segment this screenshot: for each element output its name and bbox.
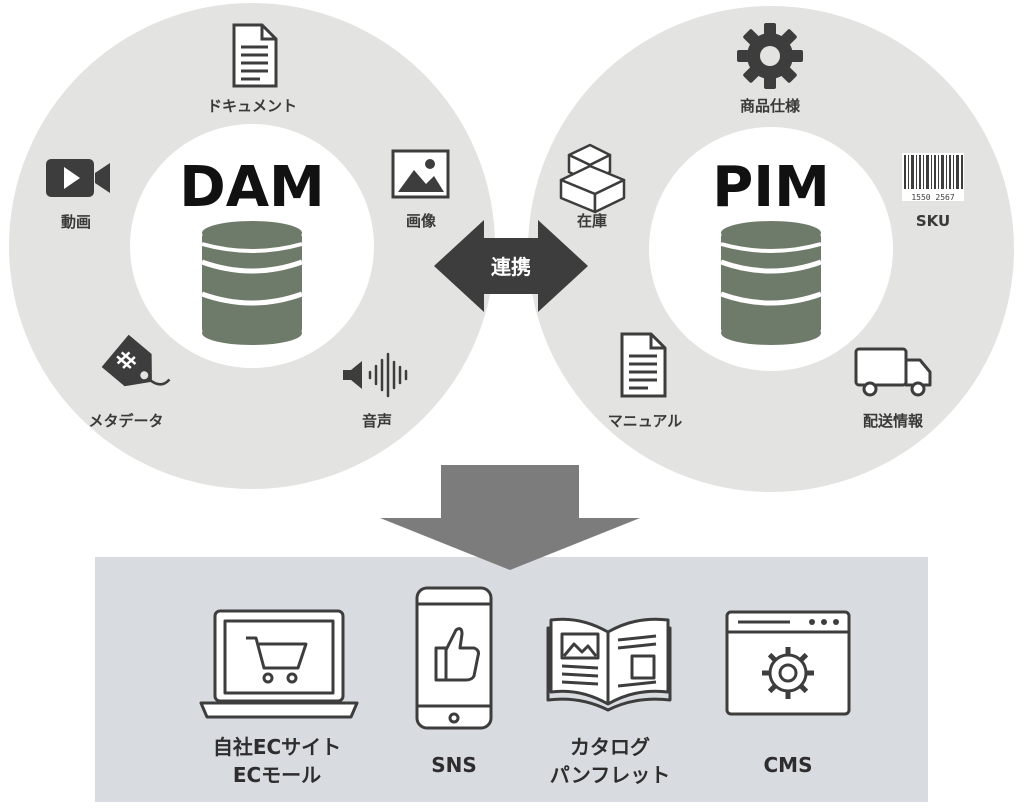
output-ec-line1: 自社ECサイト bbox=[213, 735, 341, 759]
label-sku: SKU bbox=[916, 212, 950, 230]
label-shipping: 配送情報 bbox=[863, 412, 924, 430]
label-metadata: メタデータ bbox=[88, 412, 163, 430]
gear-icon bbox=[737, 23, 803, 89]
tag-icon bbox=[101, 334, 171, 387]
link-label: 連携 bbox=[491, 255, 531, 279]
browser-settings-icon bbox=[725, 610, 851, 716]
video-camera-icon bbox=[46, 159, 110, 197]
boxes-icon bbox=[559, 143, 626, 214]
output-catalog-line1: カタログ bbox=[570, 735, 650, 759]
pim-title: PIM bbox=[712, 155, 830, 220]
document-icon bbox=[232, 23, 278, 88]
truck-icon bbox=[854, 347, 932, 397]
laptop-cart-icon bbox=[199, 609, 359, 719]
pim-group: PIM 商品仕様 bbox=[528, 6, 1014, 492]
output-catalog-line2: パンフレット bbox=[550, 763, 670, 787]
output-ec-line2: ECモール bbox=[233, 763, 321, 787]
output-sns: SNS bbox=[431, 753, 477, 777]
dam-database-icon bbox=[201, 221, 303, 345]
catalog-book-icon bbox=[546, 617, 672, 712]
image-icon bbox=[391, 149, 450, 199]
smartphone-like-icon bbox=[415, 586, 493, 730]
down-arrow bbox=[380, 465, 640, 570]
speaker-waveform-icon bbox=[343, 352, 408, 398]
manual-document-icon bbox=[620, 332, 667, 398]
output-cms: CMS bbox=[764, 753, 813, 777]
label-stock: 在庫 bbox=[577, 212, 607, 230]
label-image: 画像 bbox=[406, 212, 437, 230]
label-audio: 音声 bbox=[362, 412, 392, 430]
label-manual: マニュアル bbox=[608, 412, 683, 430]
label-video: 動画 bbox=[61, 213, 91, 231]
link-double-arrow: 連携 bbox=[434, 220, 588, 312]
label-document: ドキュメント bbox=[207, 97, 297, 115]
barcode-icon: 1550 2567 bbox=[902, 153, 964, 202]
dam-title: DAM bbox=[179, 155, 325, 220]
pim-database-icon bbox=[720, 221, 822, 345]
label-spec: 商品仕様 bbox=[740, 97, 801, 115]
barcode-number: 1550 2567 bbox=[911, 193, 955, 202]
dam-group: DAM ドキュメント 動画 bbox=[9, 3, 495, 489]
